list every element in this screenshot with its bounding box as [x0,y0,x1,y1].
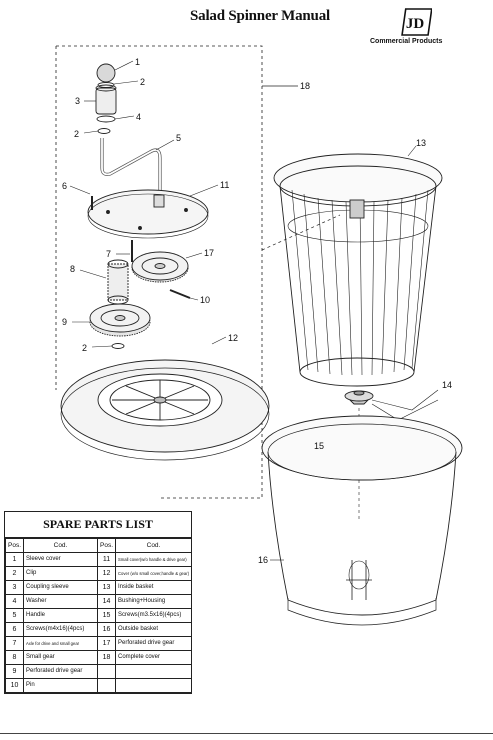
callout-2c: 2 [82,343,87,353]
cod-cell: Coupling sleeve [23,580,98,595]
pos-cell: 15 [97,608,116,623]
callout-3: 3 [75,96,80,106]
cod-cell [115,678,192,693]
footer-rule [0,733,493,734]
cod-cell: Screws(m4x16)(4pcs) [23,622,98,637]
pos-cell: 9 [5,664,24,679]
cod-cell: Small cover(w/o handle & drive gear) [115,552,192,567]
coupling-sleeve [95,87,117,115]
small-cover [87,189,209,235]
cod-cell: Inside basket [115,580,192,595]
callout-2: 2 [140,77,145,87]
drive-gear-17 [131,251,189,283]
cod-cell: Washer [23,594,98,609]
outside-basket-16 [261,415,463,626]
drive-gear-9 [89,303,151,337]
cod-cell: Axle for drive and small gear [23,636,98,651]
callout-2b: 2 [74,129,79,139]
callout-1: 1 [135,57,140,67]
pos-cell: 17 [97,636,116,651]
callout-14: 14 [442,380,452,390]
cod-cell: Handle [23,608,98,623]
callout-6: 6 [62,181,67,191]
callout-17: 17 [204,248,214,258]
callout-18: 18 [300,81,310,91]
callout-10: 10 [200,295,210,305]
header-pos-a: Pos. [5,538,24,553]
callout-13: 13 [416,138,426,148]
pos-cell [97,678,116,693]
header-cod-a: Cod. [23,538,98,553]
callout-9: 9 [62,317,67,327]
cod-cell: Screws(m3.5x16)(4pcs) [115,608,192,623]
cod-cell: Outside basket [115,622,192,637]
pos-cell [97,664,116,679]
cod-cell: Clip [23,566,98,581]
table-header-row: Pos. Cod. Pos. Cod. [5,538,192,553]
cod-cell: Pin [23,678,98,693]
cod-cell: Bushing+Housing [115,594,192,609]
callout-7: 7 [106,249,111,259]
pos-cell: 12 [97,566,116,581]
header-cod-b: Cod. [115,538,192,553]
pos-cell: 6 [5,622,24,637]
callout-8: 8 [70,264,75,274]
callout-16: 16 [258,555,268,565]
sleeve-cover [96,63,116,83]
bushing-housing-14 [344,390,374,405]
cod-cell: Cover (w/o small cover,handle & gear) [115,566,192,581]
cod-cell [115,664,192,679]
pos-cell: 4 [5,594,24,609]
cod-cell: Complete cover [115,650,192,665]
pos-cell: 7 [5,636,24,651]
callout-15: 15 [314,441,324,451]
callout-5: 5 [176,133,181,143]
handle [100,138,162,196]
pos-cell: 1 [5,552,24,567]
spare-parts-title: SPARE PARTS LIST [5,512,191,538]
pos-cell: 11 [97,552,116,567]
pos-cell: 14 [97,594,116,609]
pos-cell: 13 [97,580,116,595]
callout-11: 11 [220,180,229,190]
svg-text:JD: JD [406,16,425,32]
pos-cell: 16 [97,622,116,637]
cod-cell: Perforated drive gear [23,664,98,679]
page-title: Salad Spinner Manual [190,8,330,24]
main-cover-12 [60,359,270,461]
inside-basket-13 [273,153,443,387]
cod-cell: Perforated drive gear [115,636,192,651]
logo-subtitle: Commercial Products [370,38,443,45]
cod-cell: Small gear [23,650,98,665]
cod-cell: Sleeve cover [23,552,98,567]
jd-logo: JD [401,8,432,36]
pos-cell: 10 [5,678,24,693]
pos-cell: 2 [5,566,24,581]
pos-cell: 3 [5,580,24,595]
callout-4: 4 [136,112,141,122]
pos-cell: 18 [97,650,116,665]
small-gear-8 [107,259,129,305]
header-pos-b: Pos. [97,538,116,553]
pos-cell: 8 [5,650,24,665]
pos-cell: 5 [5,608,24,623]
cover-boundary [56,45,263,499]
callout-12: 12 [228,333,238,343]
